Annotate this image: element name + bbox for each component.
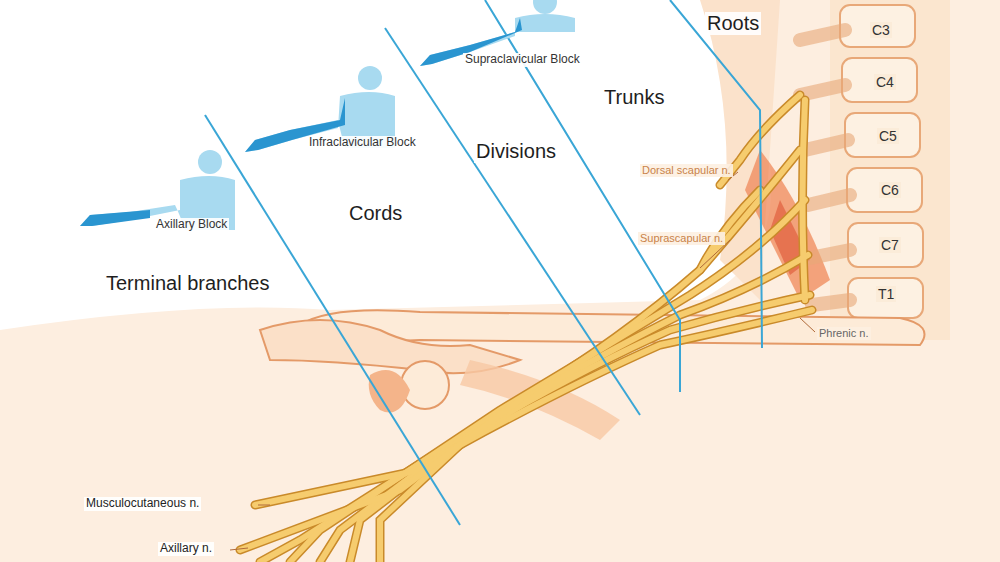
section-label: Cords [347,202,404,225]
vertebra-label: C5 [877,128,899,144]
block-label: Supraclavicular Block [463,53,582,67]
leader-lines [230,172,815,550]
section-divider [205,0,762,525]
vertebra-label: C4 [874,74,896,90]
section-label: Trunks [602,86,666,109]
nerve-label: Dorsal scapular n. [640,164,733,177]
nerve-label: Musculocutaneous n. [84,497,201,511]
nerve-bundle [240,95,812,562]
block-label: Infraclavicular Block [307,136,418,150]
vertebra-label: C7 [879,237,901,253]
section-label: Roots [705,12,761,35]
nerve-label: Suprascapular n. [638,232,725,245]
section-label: Terminal branches [104,272,271,295]
nerve-label: Axillary n. [158,542,214,556]
nerve-label: Phrenic n. [817,327,871,340]
section-label: Divisions [474,140,558,163]
block-label: Axillary Block [154,218,229,232]
cervical-spine [800,0,950,340]
vertebra-label: C3 [870,22,892,38]
vertebra-label: C6 [879,182,901,198]
vertebra-label: T1 [876,286,896,302]
